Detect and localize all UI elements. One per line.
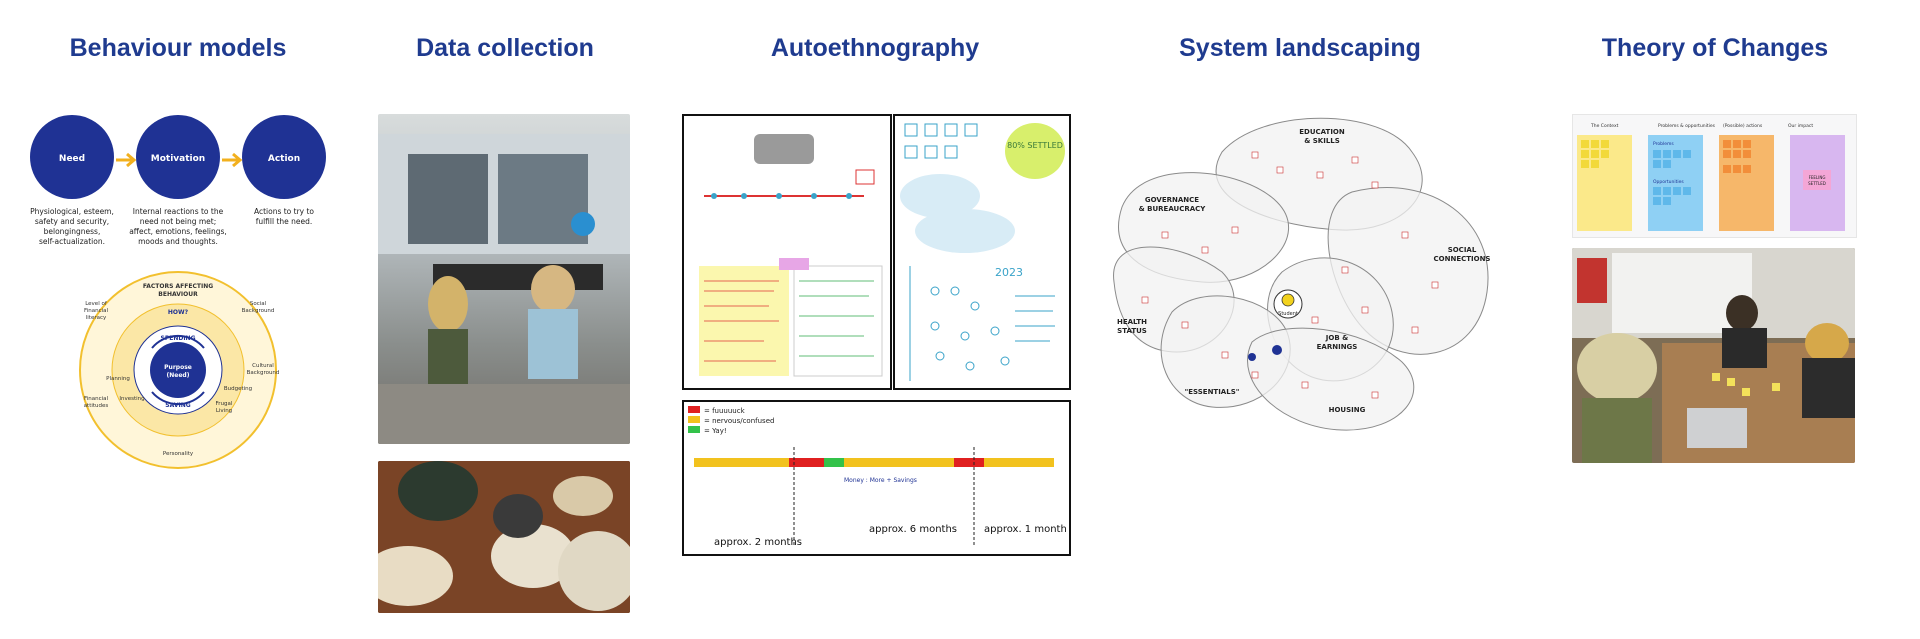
approx-2-months: approx. 2 months [714, 537, 802, 548]
financial-attitudes-1: Financial [84, 396, 109, 402]
purpose-label-1: Purpose [164, 364, 192, 371]
toc-header-impact: Our impact [1788, 123, 1813, 129]
title-data-collection: Data collection [416, 34, 594, 62]
title-autoethnography: Autoethnography [770, 34, 980, 62]
action-desc-2: fulfill the need. [256, 217, 313, 226]
personality-label: Personality [163, 451, 194, 457]
cultural-background-2: Background [247, 370, 280, 376]
action-desc-1: Actions to try to [254, 207, 314, 216]
toc-feeling-2: SETTLED [1808, 181, 1826, 186]
health-label-1: HEALTH [1117, 318, 1147, 326]
percent-settled: 80% SETTLED [1007, 141, 1063, 150]
need-label: Need [59, 154, 85, 164]
toc-problems-label: Problems [1653, 141, 1674, 147]
title-behaviour-models: Behaviour models [69, 34, 287, 62]
arrow-icon [116, 152, 243, 168]
financial-attitudes-2: attitudes [84, 403, 109, 409]
frugal-living-2: Living [216, 408, 232, 414]
motivation-desc-3: affect, emotions, feelings, [129, 227, 227, 236]
legend-fuck: = fuuuuuck [704, 407, 746, 415]
student-label: Student [1278, 311, 1298, 317]
saving-label: SAVING [165, 402, 190, 409]
action-label: Action [268, 154, 300, 164]
autoethno-board-map [682, 114, 892, 390]
need-circle [30, 115, 114, 199]
purpose-circle [150, 342, 206, 398]
title-system-landscaping: System landscaping [1179, 34, 1421, 62]
budgeting-label: Budgeting [224, 386, 252, 392]
legend-nervous: = nervous/confused [704, 417, 774, 425]
purpose-label-2: (Need) [167, 372, 190, 379]
education-label-1: EDUCATION [1299, 128, 1345, 136]
social-background-2: Background [242, 308, 275, 314]
toc-header-problems: Problems & opportunities [1658, 123, 1716, 129]
autoethno-board-timeline: = fuuuuuck = nervous/confused = Yay! Mon… [682, 400, 1071, 556]
zone-housing [1247, 327, 1415, 431]
education-label-2: & SKILLS [1304, 137, 1340, 145]
system-landscape-diagram: EDUCATION & SKILLS GOVERNANCE & BUREAUCR… [1113, 117, 1491, 431]
how-label: HOW? [168, 309, 189, 316]
motivation-desc-2: need not being met; [140, 217, 217, 226]
student-icon [1281, 293, 1295, 307]
motivation-desc-4: moods and thoughts. [138, 237, 218, 246]
factors-title-1: FACTORS AFFECTING [143, 283, 213, 290]
level-financial-3: literacy [86, 315, 107, 321]
need-desc-3: belongingness, [44, 227, 101, 236]
planning-label: Planning [106, 376, 130, 382]
motivation-desc-1: Internal reactions to the [133, 207, 224, 216]
level-financial-1: Level of [85, 301, 108, 307]
need-desc-2: safety and security, [35, 217, 109, 226]
data-collection-photo-group [378, 461, 630, 613]
factors-title-2: BEHAVIOUR [158, 291, 198, 298]
toc-header-context: The Context [1590, 123, 1619, 129]
toc-board: The Context Problems & opportunities (Po… [1572, 114, 1857, 238]
governance-label-2: & BUREAUCRACY [1139, 205, 1207, 213]
level-financial-2: Financial [84, 308, 109, 314]
motivation-label: Motivation [151, 154, 205, 164]
toc-feeling-1: FEELING [1809, 175, 1826, 180]
investing-label: Investing [119, 396, 144, 402]
social-background-1: Social [250, 301, 267, 307]
spending-label: SPENDING [161, 335, 196, 342]
money-label: Money : More + Savings [844, 477, 917, 484]
behaviour-model-diagram: Need Motivation Action Physiological, es… [30, 115, 326, 469]
approx-6-months: approx. 6 months [869, 524, 957, 535]
toc-header-actions: (Possible) actions [1723, 123, 1763, 129]
toc-opportunities-label: Opportunities [1653, 179, 1684, 185]
motivation-circle [136, 115, 220, 199]
social-label-2: CONNECTIONS [1434, 255, 1491, 263]
year-2023: 2023 [995, 266, 1023, 279]
title-theory-of-changes: Theory of Changes [1601, 34, 1829, 62]
action-circle [242, 115, 326, 199]
job-label-2: EARNINGS [1317, 343, 1358, 351]
frugal-living-1: Frugal [216, 401, 233, 407]
need-desc-1: Physiological, esteem, [30, 207, 114, 216]
need-desc-4: self-actualization. [39, 237, 105, 246]
health-label-2: STATUS [1117, 327, 1147, 335]
housing-label: HOUSING [1329, 406, 1366, 414]
legend-yay: = Yay! [704, 427, 727, 435]
data-collection-photo-workshop [378, 114, 630, 444]
approx-1-month: approx. 1 month [984, 524, 1067, 535]
social-label-1: SOCIAL [1448, 246, 1477, 254]
essentials-label: "ESSENTIALS" [1185, 388, 1240, 396]
autoethno-board-icons: 80% SETTLED 2023 [893, 114, 1071, 390]
governance-label-1: GOVERNANCE [1145, 196, 1199, 204]
job-label-1: JOB & [1325, 334, 1348, 342]
cultural-background-1: Cultural [252, 363, 274, 369]
toc-photo-workshop [1572, 248, 1855, 463]
